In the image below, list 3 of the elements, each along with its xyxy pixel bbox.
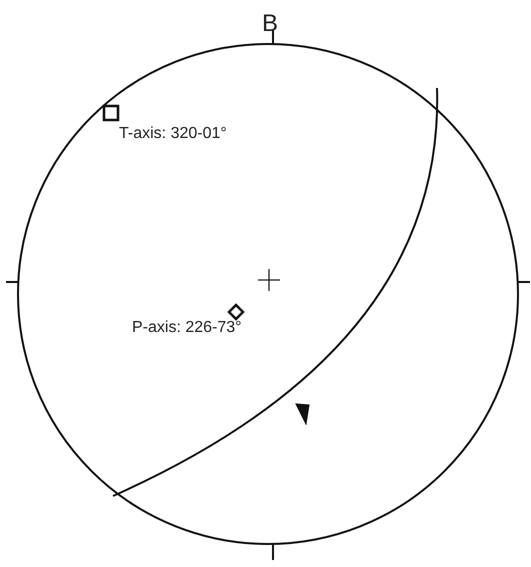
t-axis-label: T-axis: 320-01° [119, 126, 227, 142]
axis-label: B [262, 12, 278, 36]
p-axis-label: P-axis: 226-73° [132, 320, 242, 336]
